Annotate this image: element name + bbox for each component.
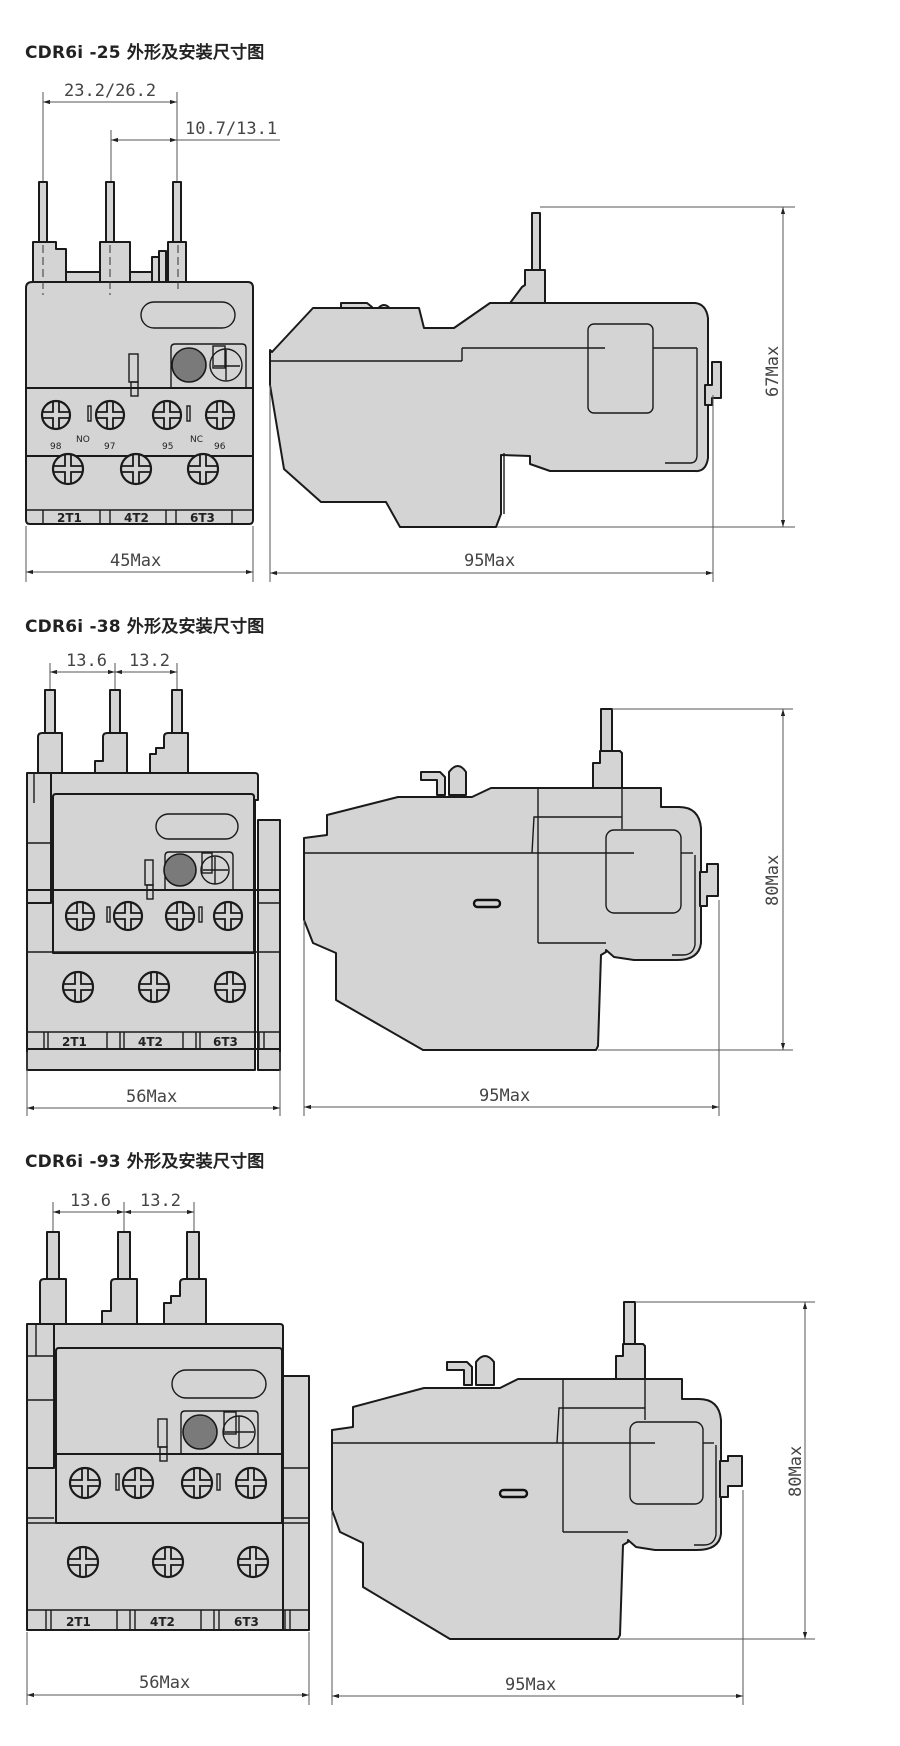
dim-label-pitch-a: 23.2/26.2: [64, 81, 156, 101]
adjustment-dial-icon: [163, 853, 197, 887]
dim-label-pitch-a: 13.6: [70, 1191, 111, 1211]
terminal-label-nc: NC: [190, 435, 203, 445]
dim-label-width: 45Max: [110, 551, 161, 571]
section-title-cdr6i-93: CDR6i -93 外形及安装尺寸图: [25, 1152, 265, 1172]
side-slot-icon: [498, 1488, 529, 1499]
section-title-cdr6i-38: CDR6i -38 外形及安装尺寸图: [25, 617, 265, 637]
strip-label-6t3: 6T3: [234, 1615, 259, 1629]
side-slot-icon: [472, 898, 502, 909]
strip-label-4t2: 4T2: [138, 1035, 163, 1049]
side-view-cdr6i-25: 67Max 95Max: [269, 206, 795, 582]
dim-label-pitch-b: 10.7/13.1: [185, 119, 277, 139]
dim-label-pitch-a: 13.6: [66, 651, 107, 671]
adjustment-dial-icon: [171, 347, 207, 383]
dim-label-depth: 95Max: [505, 1675, 556, 1695]
strip-label-6t3: 6T3: [190, 511, 215, 525]
adjustment-dial-icon: [182, 1414, 218, 1450]
terminal-label-95: 95: [162, 442, 173, 452]
strip-label-2t1: 2T1: [57, 511, 82, 525]
dim-label-height: 80Max: [763, 855, 783, 906]
dim-label-depth: 95Max: [464, 551, 515, 571]
terminal-label-96: 96: [214, 442, 226, 452]
dim-label-height: 67Max: [763, 346, 783, 397]
dim-label-pitch-b: 13.2: [129, 651, 170, 671]
dim-label-height: 80Max: [786, 1446, 806, 1497]
front-view-cdr6i-93: 13.6 13.2: [26, 1191, 310, 1705]
terminal-label-no: NO: [76, 435, 90, 445]
terminal-label-98: 98: [50, 442, 62, 452]
strip-label-4t2: 4T2: [150, 1615, 175, 1629]
strip-label-6t3: 6T3: [213, 1035, 238, 1049]
strip-label-4t2: 4T2: [124, 511, 149, 525]
front-view-cdr6i-38: 13.6 13.2: [26, 651, 281, 1116]
front-view-cdr6i-25: 23.2/26.2 10.7/13.1: [25, 81, 280, 582]
dim-label-pitch-b: 13.2: [140, 1191, 181, 1211]
strip-label-2t1: 2T1: [62, 1035, 87, 1049]
dim-label-width: 56Max: [139, 1673, 190, 1693]
dim-label-depth: 95Max: [479, 1086, 530, 1106]
strip-label-2t1: 2T1: [66, 1615, 91, 1629]
terminal-label-97: 97: [104, 442, 115, 452]
side-view-cdr6i-38: 80Max 95Max: [303, 708, 793, 1116]
side-view-cdr6i-93: 80Max 95Max: [331, 1301, 815, 1705]
section-title-cdr6i-25: CDR6i -25 外形及安装尺寸图: [25, 43, 265, 63]
dim-label-width: 56Max: [126, 1087, 177, 1107]
